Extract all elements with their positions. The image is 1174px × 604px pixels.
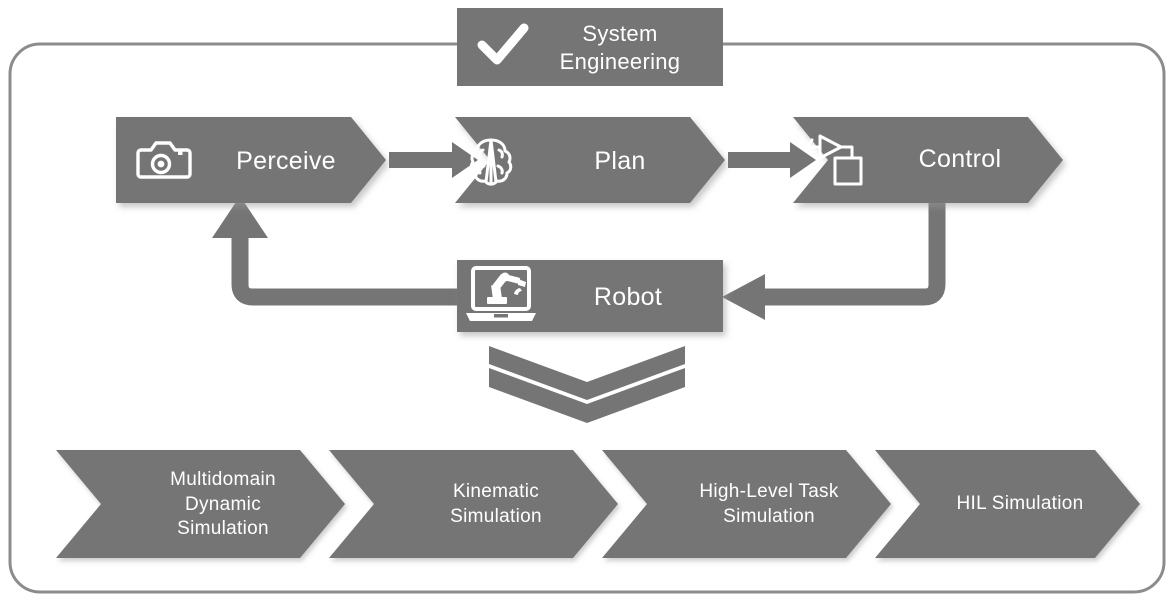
pipeline-chevron-perceive[interactable] [116, 117, 386, 203]
simulation-band [56, 450, 1140, 558]
laptop-robot-arm-icon [466, 266, 536, 321]
band-chevron-high-level-task-simulation[interactable] [602, 450, 891, 558]
system-engineering-block[interactable] [457, 8, 723, 86]
arrow-plan-to-control [728, 142, 816, 178]
pipeline-chevron-plan[interactable] [455, 117, 725, 203]
band-chevron-multidomain-dynamic-simulation[interactable] [56, 450, 345, 558]
arrow-robot-to-perceive [212, 196, 470, 306]
band-chevron-kinematic-simulation[interactable] [329, 450, 618, 558]
camera-icon [136, 141, 192, 179]
down-chevron-stack [489, 346, 685, 423]
arrow-control-to-robot [722, 190, 946, 320]
band-chevron-hil-simulation[interactable] [875, 450, 1140, 558]
brain-icon [469, 138, 513, 186]
control-block-diagram-icon [805, 134, 863, 186]
check-icon [477, 23, 529, 65]
pipeline-row [116, 117, 1063, 203]
arrow-perceive-to-plan [389, 142, 478, 178]
